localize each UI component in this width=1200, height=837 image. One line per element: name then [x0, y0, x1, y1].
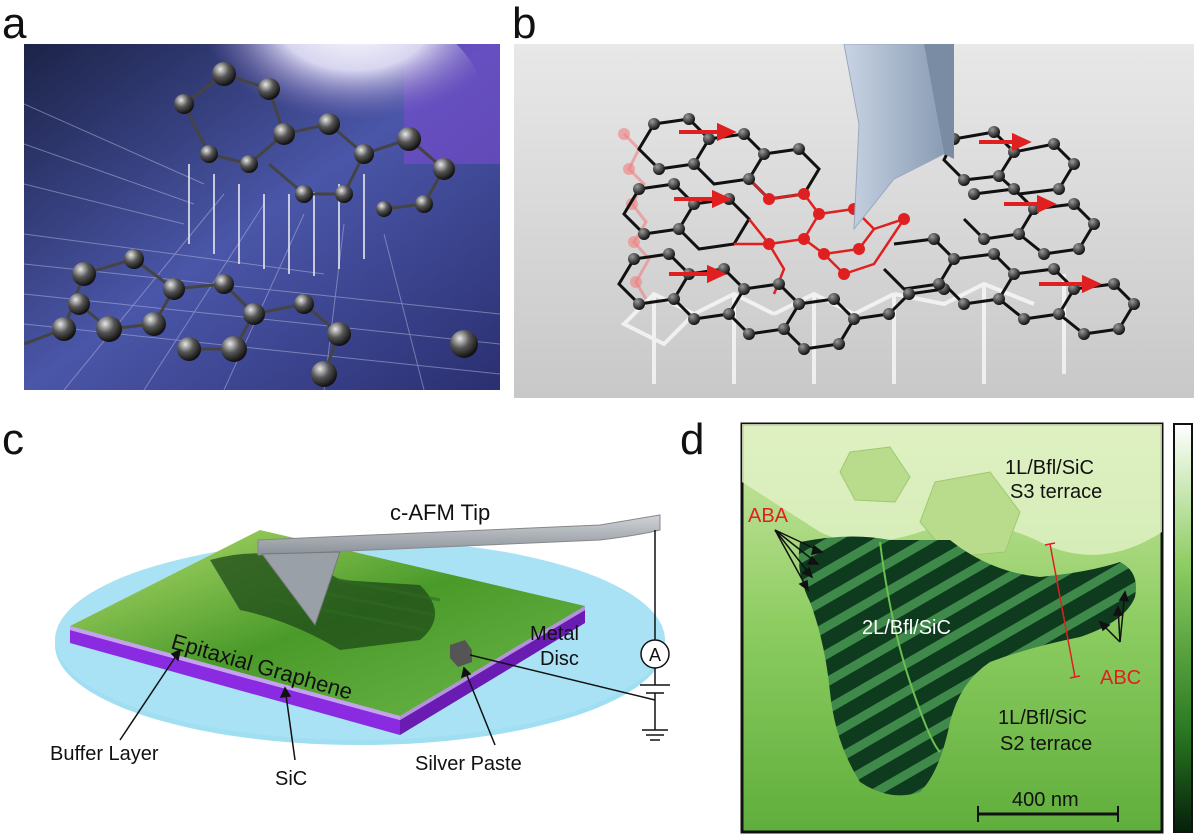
- panel-c-diagram: A c-AFM Tip Epitaxial Graphene Metal Dis…: [50, 500, 670, 790]
- panel-a-nanotube-render: [24, 44, 500, 390]
- bottom-terrace-label-line1: 1L/Bfl/SiC: [998, 707, 1087, 729]
- color-scale-bar: [1173, 423, 1193, 833]
- panel-d-image: 1L/Bfl/SiC S3 terrace ABA 2L/Bfl/SiC ABC…: [740, 422, 1193, 834]
- bilayer-label: 2L/Bfl/SiC: [862, 617, 951, 639]
- abc-label: ABC: [1100, 667, 1141, 689]
- panel-b-sliding-render: [514, 44, 1194, 398]
- panel-label-d: d: [680, 415, 705, 464]
- top-terrace-label-line2: S3 terrace: [1010, 481, 1102, 503]
- afm-tip-render: [843, 44, 954, 231]
- sic-substrate: [70, 630, 400, 735]
- panel-label-b: b: [512, 0, 537, 48]
- bilayer-region: [798, 536, 1136, 796]
- silver-paste: [450, 640, 472, 667]
- panel-c-schematic: A c-AFM Tip Epitaxial Graphene Metal Dis…: [40, 440, 700, 830]
- panel-d-afm-map: 1L/Bfl/SiC S3 terrace ABA 2L/Bfl/SiC ABC…: [740, 422, 1198, 834]
- buffer-layer-label: Buffer Layer: [50, 743, 159, 765]
- circuit-wire: [469, 530, 670, 741]
- panel-label-c: c: [2, 415, 24, 464]
- panel-label-a: a: [2, 0, 27, 48]
- panel-b-image: [514, 44, 1194, 398]
- sic-label: SiC: [275, 768, 307, 790]
- top-terrace-label-line1: 1L/Bfl/SiC: [1005, 457, 1094, 479]
- panel-a-image: [24, 44, 500, 390]
- bottom-terrace-label-line2: S2 terrace: [1000, 733, 1092, 755]
- metal-label-line1: Metal: [530, 623, 579, 645]
- ammeter: [640, 639, 670, 669]
- afm-tip: [261, 551, 341, 627]
- aba-label: ABA: [748, 505, 789, 527]
- metal-label-line2: Disc: [540, 648, 579, 670]
- tip-label: c-AFM Tip: [390, 500, 490, 525]
- scale-bar-label: 400 nm: [1012, 789, 1079, 811]
- ammeter-label: A: [649, 645, 661, 665]
- silver-paste-label: Silver Paste: [415, 753, 522, 775]
- cantilever: [257, 514, 661, 556]
- buffer-layer: [70, 626, 400, 720]
